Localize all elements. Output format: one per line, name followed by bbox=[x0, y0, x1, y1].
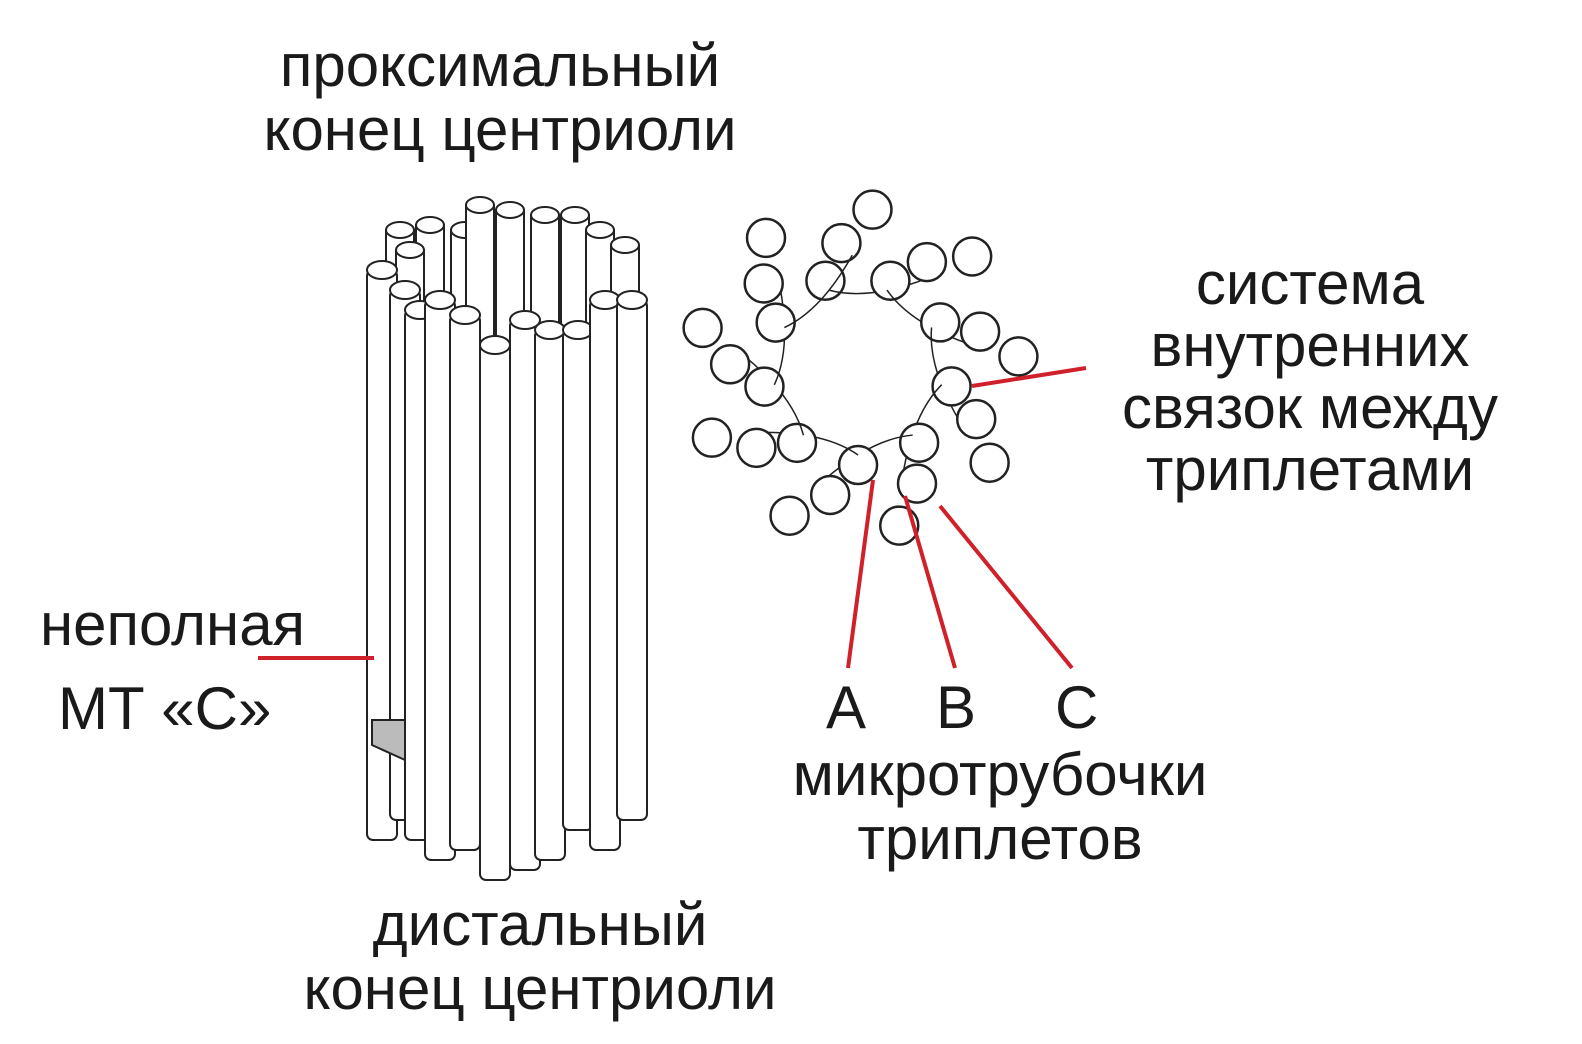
tube-end bbox=[389, 280, 421, 300]
letter-b: B bbox=[936, 674, 977, 741]
triplet-microtubule bbox=[743, 263, 784, 304]
tube-end bbox=[385, 221, 415, 239]
triplet-microtubule bbox=[955, 398, 997, 440]
microtubule bbox=[589, 299, 621, 851]
inner-linker bbox=[743, 355, 805, 436]
tube-end bbox=[366, 260, 398, 280]
triplet-microtubule bbox=[998, 336, 1039, 377]
tube-end bbox=[560, 206, 590, 224]
tube-end bbox=[424, 290, 456, 310]
triplet-microtubule bbox=[809, 474, 851, 516]
triplet-microtubule bbox=[919, 302, 961, 343]
triplet-microtubule bbox=[951, 236, 993, 277]
label-line: конец центриоли bbox=[303, 955, 777, 1022]
inner-linker bbox=[930, 327, 961, 423]
label-line: триплетами bbox=[1145, 436, 1475, 503]
label-line: связок между bbox=[1122, 374, 1498, 441]
tube-end bbox=[395, 241, 425, 259]
label-line: внутренних bbox=[1150, 312, 1470, 379]
tube-end bbox=[465, 196, 495, 214]
incomplete-mt-label: неполная МТ «С» bbox=[40, 583, 305, 751]
inner-linker bbox=[823, 434, 913, 481]
triplet-microtubule bbox=[744, 366, 785, 407]
label-line: дистальный bbox=[372, 891, 708, 958]
inner-linker bbox=[761, 431, 859, 456]
tube-end bbox=[509, 310, 541, 330]
triplet-microtubule bbox=[870, 260, 911, 301]
incomplete-mt-c-shading bbox=[371, 719, 406, 762]
triplet-microtubule bbox=[805, 260, 846, 302]
inner-linker bbox=[886, 289, 971, 346]
triplet-microtubule bbox=[969, 442, 1010, 483]
triplet-microtubule bbox=[821, 222, 862, 264]
triplet-microtubule bbox=[736, 427, 777, 469]
tube-end bbox=[616, 290, 648, 310]
triplet-microtubule bbox=[959, 311, 1001, 352]
triplet-microtubule bbox=[931, 366, 972, 407]
inner-linker bbox=[828, 277, 928, 295]
triplet-microtubule bbox=[709, 344, 751, 385]
triplet-microtubule bbox=[682, 307, 723, 349]
microtubule bbox=[616, 299, 648, 821]
triplet-microtubule bbox=[745, 217, 787, 259]
centriole-cross-section bbox=[682, 189, 1039, 546]
label-line: неполная bbox=[40, 591, 306, 658]
linker-system-label: система внутренних связок между триплета… bbox=[1080, 253, 1540, 501]
microtubule bbox=[562, 329, 594, 831]
label-line: микротрубочки bbox=[792, 741, 1208, 808]
triplet-microtubule bbox=[837, 444, 879, 486]
microtubule bbox=[479, 344, 511, 881]
triplet-microtubule bbox=[896, 463, 938, 504]
leader-a bbox=[846, 479, 875, 669]
tube-end bbox=[589, 290, 621, 310]
inner-linker bbox=[784, 254, 853, 329]
label-line: МТ «С» bbox=[58, 675, 272, 742]
leader-c bbox=[938, 504, 1074, 670]
triplet-microtubule bbox=[906, 241, 948, 283]
label-line: система bbox=[1195, 250, 1425, 317]
tube-end bbox=[534, 320, 566, 340]
leader-b bbox=[903, 495, 957, 669]
tube-end bbox=[449, 305, 481, 325]
triplet-microtubule bbox=[769, 495, 810, 536]
letter-a: A bbox=[826, 674, 867, 741]
tube-end bbox=[479, 335, 511, 355]
tube-end bbox=[585, 221, 615, 239]
distal-end-label: дистальный конец центриоли bbox=[220, 893, 860, 1021]
tube-end bbox=[495, 201, 525, 219]
tube-end bbox=[415, 216, 445, 234]
proximal-end-label: проксимальный конец центриоли bbox=[180, 34, 820, 162]
tube-end bbox=[562, 320, 594, 340]
inner-linker bbox=[773, 285, 786, 386]
letter-c: C bbox=[1055, 674, 1099, 741]
triplet-microtubule bbox=[691, 417, 733, 458]
tube-end bbox=[530, 206, 560, 224]
label-line: триплетов bbox=[857, 805, 1143, 872]
triplet-microtubule bbox=[776, 422, 818, 464]
leader-lines bbox=[258, 366, 1087, 670]
microtubule bbox=[534, 329, 566, 861]
triplet-microtubule bbox=[852, 189, 893, 230]
microtubule bbox=[449, 314, 481, 851]
triplet-microtubules-label: микротрубочки триплетов bbox=[750, 743, 1250, 871]
inner-linker bbox=[901, 384, 943, 477]
triplet-microtubule bbox=[755, 302, 796, 343]
leader-linker-system bbox=[971, 366, 1087, 388]
tube-end bbox=[610, 236, 640, 254]
label-line: проксимальный bbox=[279, 32, 721, 99]
triplet-microtubule bbox=[898, 422, 940, 463]
centriole-cylinder-3d bbox=[366, 196, 648, 881]
triplet-microtubule bbox=[878, 505, 920, 546]
label-line: конец центриоли bbox=[263, 96, 737, 163]
